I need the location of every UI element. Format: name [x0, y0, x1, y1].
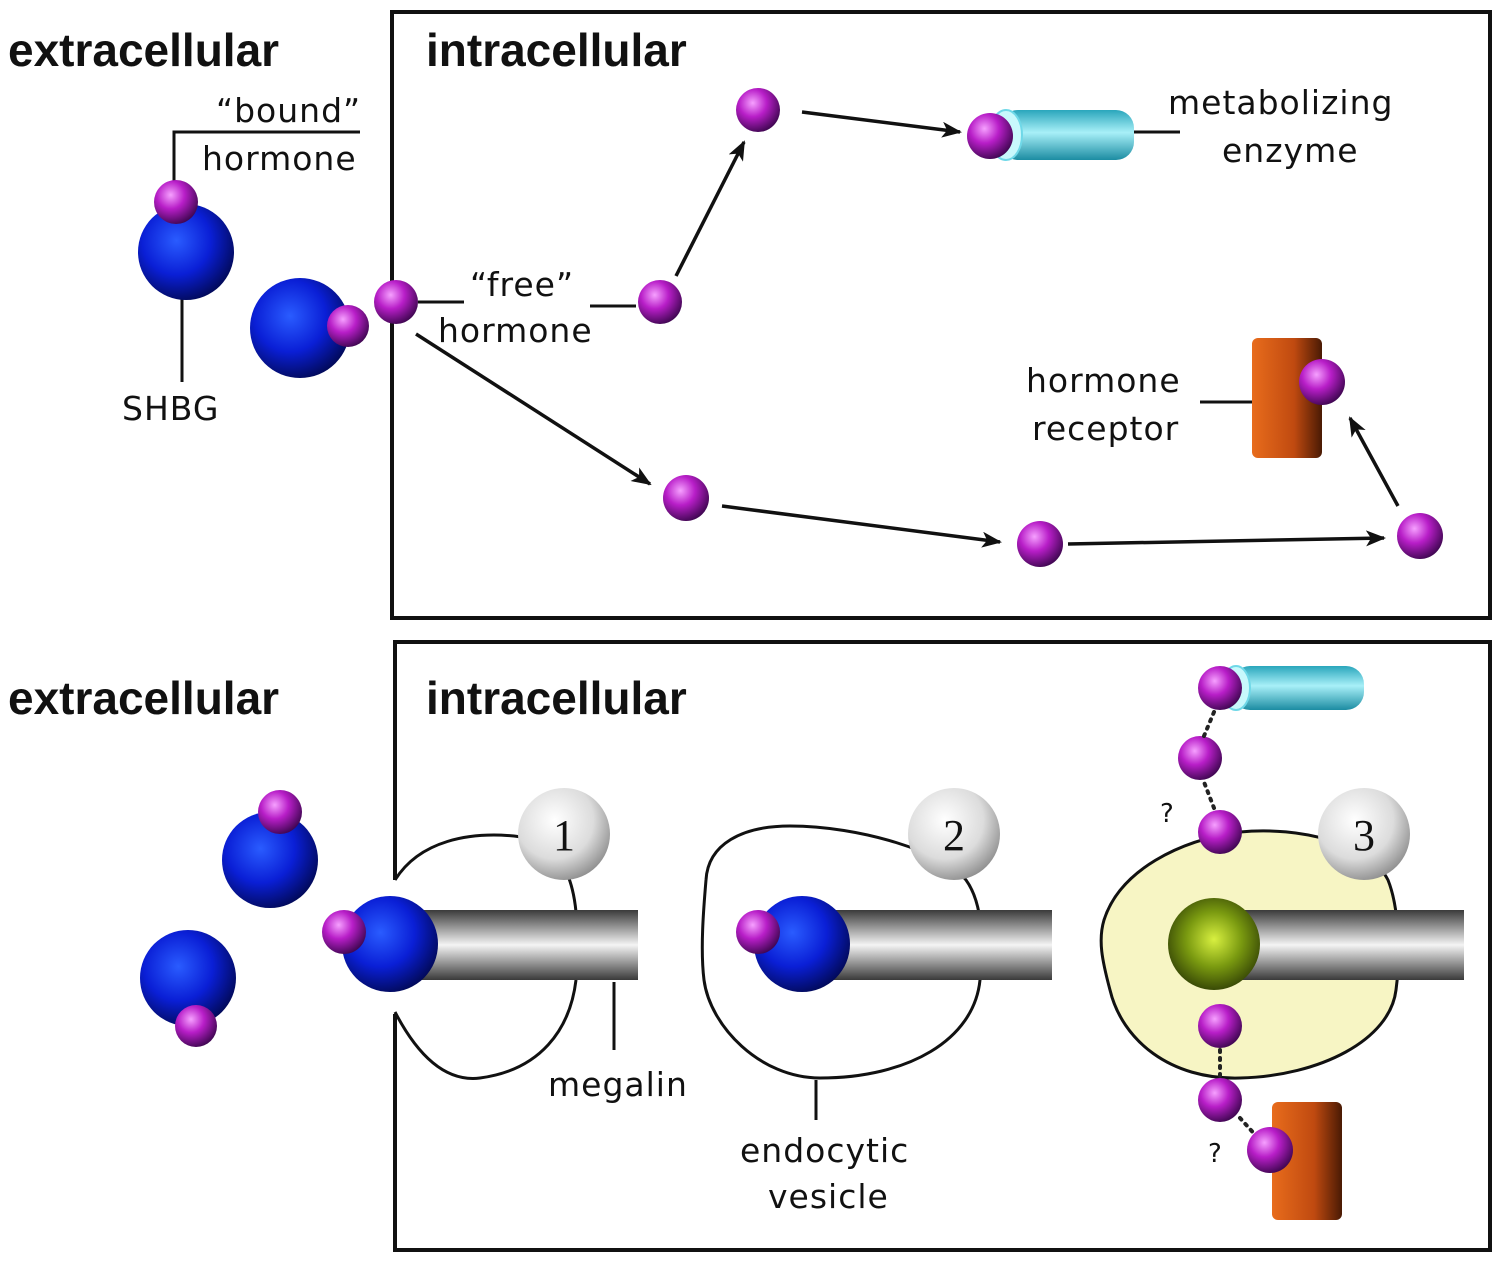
dotted-path-up-2	[1202, 710, 1216, 738]
bound-hormone	[154, 180, 198, 224]
hormone-on-shbg	[327, 305, 369, 347]
arrow-to-enzyme	[801, 110, 962, 138]
released-hormone-up-1	[1198, 810, 1242, 854]
free-hormone-at-membrane	[374, 280, 418, 324]
bottom-extracellular-label: extracellular	[8, 672, 279, 724]
hormone-on-shbg-extra-1	[258, 790, 302, 834]
bound-label-line2: hormone	[202, 139, 357, 178]
step-1-badge	[518, 788, 610, 880]
released-hormone-down-1	[1198, 1004, 1242, 1048]
bound-label-line1: “bound”	[216, 91, 361, 130]
free-hormone-2	[736, 88, 780, 132]
shbg-on-megalin-1	[342, 896, 438, 992]
hormone-on-enzyme-small	[1198, 666, 1242, 710]
enzyme-label-line1: metabolizing	[1168, 83, 1393, 122]
step-2-badge	[908, 788, 1000, 880]
metabolizing-enzyme-small	[1232, 666, 1364, 710]
released-hormone-up-2	[1178, 736, 1222, 780]
step-3-number: 3	[1353, 811, 1375, 860]
arrow-to-lower-hormone	[415, 332, 652, 486]
shbg-protein-extra-1	[222, 812, 318, 908]
step-1-number: 1	[553, 811, 575, 860]
shbg-on-megalin-2	[754, 896, 850, 992]
question-mark-upper: ?	[1160, 799, 1174, 829]
metabolizing-enzyme	[1000, 110, 1134, 160]
receptor-label-line1: hormone	[1026, 361, 1181, 400]
hormone-on-receptor	[1299, 359, 1345, 405]
bound-hormone-leader	[172, 130, 360, 188]
shbg-protein	[138, 204, 234, 300]
arrow-to-upper-hormone	[674, 140, 746, 277]
released-hormone-down-2	[1198, 1078, 1242, 1122]
shbg-label: SHBG	[122, 389, 219, 428]
free-hormone-4	[1017, 521, 1063, 567]
step-2-number: 2	[943, 811, 965, 860]
question-mark-lower: ?	[1208, 1139, 1222, 1169]
endocytic-vesicle-membrane	[700, 824, 984, 1080]
hormone-on-megalin-shbg-1	[322, 910, 366, 954]
enzyme-label-line2: enzyme	[1222, 131, 1359, 170]
arrow-to-hormone-4	[721, 504, 1002, 548]
membrane-invagination-bottom	[393, 979, 578, 1080]
degraded-shbg-core	[1168, 898, 1260, 990]
free-hormone-3	[663, 475, 709, 521]
free-hormone-5	[1397, 513, 1443, 559]
hormone-on-megalin-shbg-2	[736, 910, 780, 954]
free-label-line2: hormone	[438, 311, 593, 350]
hormone-on-shbg-extra-2	[175, 1005, 217, 1047]
receptor-label-line2: receptor	[1032, 409, 1179, 448]
hormone-receptor-small	[1272, 1102, 1342, 1220]
hormone-on-receptor-small	[1247, 1127, 1293, 1173]
top-extracellular-label: extracellular	[8, 24, 279, 76]
hormone-on-enzyme	[967, 113, 1013, 159]
free-label-line1: “free”	[470, 265, 574, 304]
step-3-badge	[1318, 788, 1410, 880]
arrow-to-hormone-5	[1067, 530, 1386, 547]
top-intracellular-label: intracellular	[426, 24, 687, 76]
vesicle-label-line1: endocytic	[740, 1131, 909, 1170]
shbg-protein-extra-2	[140, 930, 236, 1026]
dotted-path-up-1	[1202, 780, 1216, 810]
free-hormone-1	[638, 280, 682, 324]
arrow-to-receptor	[1348, 416, 1400, 507]
shbg-protein-releasing	[250, 278, 350, 378]
bottom-intracellular-label: intracellular	[426, 672, 687, 724]
vesicle-label-line2: vesicle	[768, 1177, 889, 1216]
megalin-label: megalin	[548, 1065, 688, 1104]
